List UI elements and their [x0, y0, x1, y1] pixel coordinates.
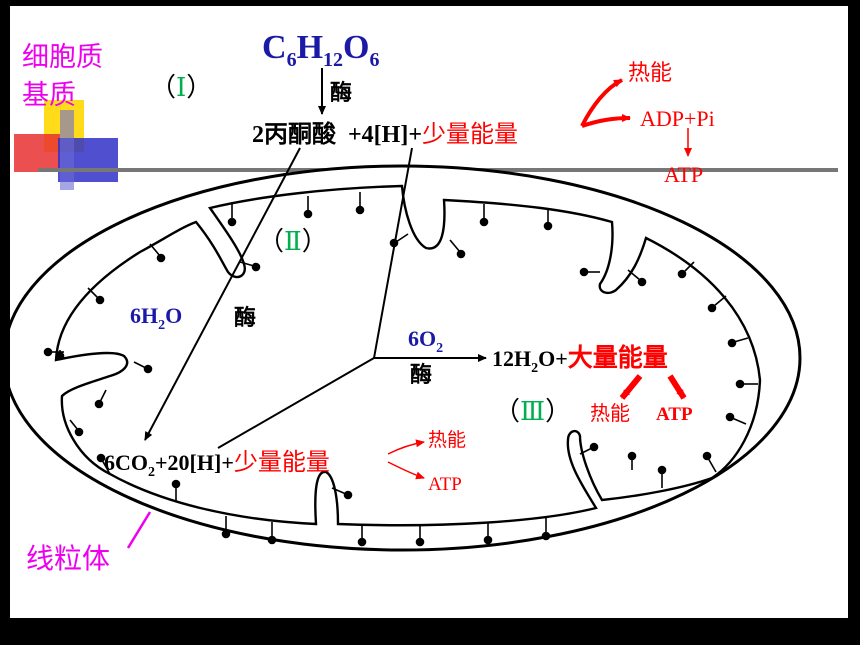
- stage2-label: （Ⅱ）: [258, 227, 328, 256]
- stage1-label: （Ⅰ）: [150, 73, 212, 102]
- stage3-atp: ATP: [656, 404, 693, 425]
- stage3-label: （Ⅲ）: [494, 397, 571, 426]
- respiration-diagram: 细胞质 基质 （Ⅰ） C6H12O6 酶 2丙酮酸+4[H]+少量能量 热能 A…: [10, 29, 838, 575]
- mito-pointer-line: [126, 511, 152, 549]
- pyruvate-equation: 2丙酮酸+4[H]+少量能量: [252, 120, 518, 148]
- corner-decoration: [14, 100, 118, 190]
- inner-membrane: [54, 184, 762, 527]
- oxygen-formula: 6O2: [408, 326, 443, 356]
- energy-arrows: [387, 78, 692, 480]
- stage3-enzyme: 酶: [410, 363, 432, 388]
- co2-equation: 6CO2+20[H]+少量能量: [104, 448, 330, 480]
- stage2-heat: 热能: [428, 429, 466, 451]
- cytoplasm-label-line2: 基质: [22, 80, 76, 111]
- stage2-enzyme: 酶: [234, 306, 256, 331]
- mitochondrion-label: 线粒体: [26, 542, 110, 575]
- stage1-enzyme: 酶: [330, 81, 352, 106]
- stage1-adp: ADP+Pi: [640, 106, 715, 131]
- stage3-heat: 热能: [590, 401, 630, 425]
- stage1-heat: 热能: [628, 61, 672, 86]
- cytoplasm-label-line1: 细胞质: [22, 42, 103, 73]
- slide-canvas: 细胞质 基质 （Ⅰ） C6H12O6 酶 2丙酮酸+4[H]+少量能量 热能 A…: [10, 6, 848, 618]
- stage1-atp: ATP: [664, 162, 703, 187]
- reaction-arrows: [144, 68, 487, 449]
- glucose-formula: C6H12O6: [262, 29, 379, 71]
- stage2-water: 6H2O: [130, 303, 182, 333]
- stage2-atp: ATP: [428, 474, 462, 495]
- water-equation: 12H2O+大量能量: [492, 343, 668, 376]
- membrane-particles: [43, 192, 758, 547]
